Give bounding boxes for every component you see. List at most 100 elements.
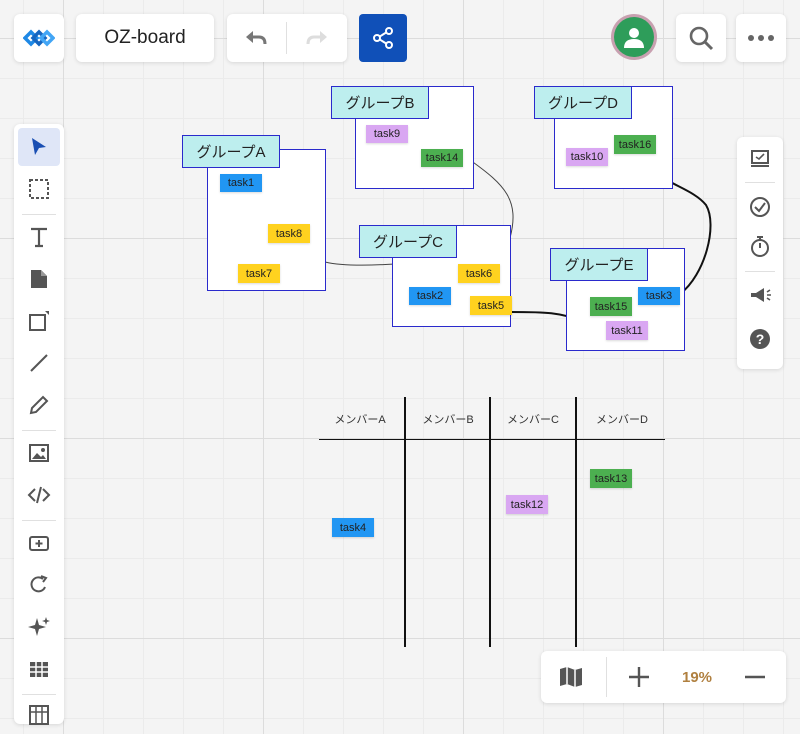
- more-menu-button[interactable]: [736, 14, 786, 62]
- announcement-button[interactable]: [737, 277, 783, 313]
- area-select-tool[interactable]: [18, 170, 60, 208]
- toolbar-divider: [22, 430, 56, 431]
- table-column-divider: [575, 397, 577, 647]
- shape-tool[interactable]: [18, 302, 60, 340]
- sticky-note-icon: [31, 270, 47, 288]
- pencil-icon: [29, 395, 49, 415]
- zoom-in-button[interactable]: [617, 655, 661, 699]
- minus-icon: [745, 675, 765, 679]
- toolbar-divider: [22, 214, 56, 215]
- sticky-task9[interactable]: task9: [366, 125, 408, 143]
- table-header-member-d: メンバーD: [596, 414, 648, 426]
- megaphone-icon: [751, 288, 771, 302]
- help-icon: ?: [750, 329, 770, 349]
- table-header-member-b: メンバーB: [422, 414, 474, 426]
- zoom-level[interactable]: 19%: [669, 655, 725, 699]
- sparkle-icon: [28, 617, 50, 636]
- sticky-task4[interactable]: task4: [332, 518, 374, 537]
- group-b-label: グループB: [331, 86, 429, 119]
- sticky-note-tool[interactable]: [18, 260, 60, 298]
- search-button[interactable]: [676, 14, 726, 62]
- table-column-divider: [489, 397, 491, 647]
- zoom-out-button[interactable]: [733, 655, 777, 699]
- add-frame-tool[interactable]: [18, 524, 60, 562]
- sticky-task8[interactable]: task8: [268, 224, 310, 243]
- presentation-button[interactable]: [737, 141, 783, 177]
- sticky-task11[interactable]: task11: [606, 321, 648, 340]
- group-a-label: グループA: [182, 135, 280, 168]
- sticky-task5[interactable]: task5: [470, 296, 512, 315]
- code-icon: [27, 486, 51, 504]
- image-icon: [29, 444, 49, 462]
- sticky-task14[interactable]: task14: [421, 149, 463, 167]
- embed-code-tool[interactable]: [18, 476, 60, 514]
- sticky-task2[interactable]: task2: [409, 287, 451, 305]
- zoom-controls: 19%: [541, 651, 786, 703]
- plus-icon: [629, 667, 649, 687]
- toolbar-divider: [22, 520, 56, 521]
- text-tool[interactable]: [18, 218, 60, 256]
- sticky-task16[interactable]: task16: [614, 135, 656, 154]
- minimap-button[interactable]: [549, 655, 593, 699]
- sticky-task6[interactable]: task6: [458, 264, 500, 283]
- logo-icon: [23, 29, 55, 47]
- user-avatar[interactable]: [611, 14, 657, 60]
- group-e-label: グループE: [550, 248, 648, 281]
- table-icon: [30, 662, 48, 677]
- sticky-task15[interactable]: task15: [590, 297, 632, 316]
- history-controls: [227, 14, 347, 62]
- toolbar-divider: [745, 271, 775, 272]
- sticky-task13[interactable]: task13: [590, 469, 632, 488]
- board-title-text: OZ-board: [104, 27, 186, 48]
- zoom-divider: [606, 657, 607, 697]
- template-tool[interactable]: [18, 696, 60, 734]
- sticky-task7[interactable]: task7: [238, 264, 280, 283]
- sticky-task12[interactable]: task12: [506, 495, 548, 514]
- select-tool[interactable]: [18, 128, 60, 166]
- timer-icon: [751, 236, 769, 257]
- undo-button[interactable]: [227, 14, 285, 62]
- dashed-square-icon: [29, 179, 49, 199]
- cursor-icon: [32, 138, 46, 155]
- shape-icon: [29, 311, 49, 331]
- table-header-line: [319, 439, 665, 440]
- pen-tool[interactable]: [18, 386, 60, 424]
- timer-button[interactable]: [737, 229, 783, 265]
- search-icon: [689, 26, 714, 51]
- zoom-level-text: 19%: [681, 668, 713, 686]
- more-icon: [748, 35, 774, 41]
- image-tool[interactable]: [18, 434, 60, 472]
- ai-tool[interactable]: [18, 608, 60, 646]
- line-icon: [30, 354, 48, 372]
- map-icon: [560, 667, 582, 687]
- user-avatar-icon: [614, 17, 654, 57]
- left-toolbar: [14, 124, 64, 725]
- redo-icon: [306, 31, 327, 45]
- redo-button[interactable]: [288, 14, 346, 62]
- loop-tool[interactable]: [18, 566, 60, 604]
- sticky-task1[interactable]: task1: [220, 174, 262, 192]
- sticky-task3[interactable]: task3: [638, 287, 680, 305]
- app-logo-button[interactable]: [14, 14, 64, 62]
- table-header-member-a: メンバーA: [334, 414, 386, 426]
- svg-text:?: ?: [756, 331, 765, 347]
- board-title[interactable]: OZ-board: [76, 14, 214, 62]
- table-tool[interactable]: [18, 650, 60, 688]
- add-box-icon: [29, 536, 49, 551]
- undo-icon: [246, 31, 267, 45]
- table-column-divider: [404, 397, 406, 647]
- presentation-icon: [751, 150, 769, 167]
- sticky-task10[interactable]: task10: [566, 148, 608, 166]
- text-icon: [31, 227, 47, 248]
- loop-icon: [30, 575, 48, 593]
- history-divider: [286, 22, 287, 54]
- grid-template-icon: [29, 705, 49, 725]
- group-d-label: グループD: [534, 86, 632, 119]
- checklist-button[interactable]: [737, 189, 783, 225]
- toolbar-divider: [22, 694, 56, 695]
- share-button[interactable]: [359, 14, 407, 62]
- line-tool[interactable]: [18, 344, 60, 382]
- check-circle-icon: [750, 197, 770, 217]
- table-header-member-c: メンバーC: [507, 414, 559, 426]
- help-button[interactable]: ?: [737, 321, 783, 357]
